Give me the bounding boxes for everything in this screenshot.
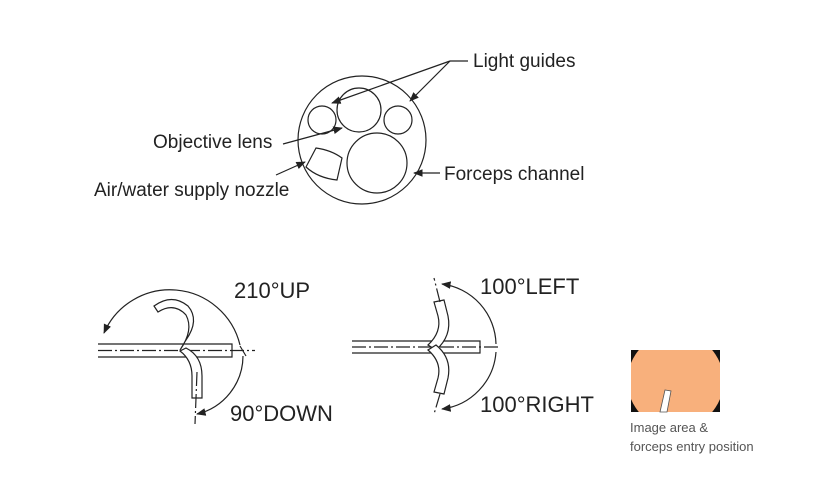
distal-end-face [297, 75, 427, 205]
image-area-caption-line-2: forceps entry position [630, 439, 754, 454]
down-center-line [194, 371, 198, 425]
down-angle-arc [196, 355, 244, 416]
objective-lens-circle [336, 87, 382, 133]
right-angle-arc [441, 351, 497, 412]
left-angle-arc [441, 281, 497, 345]
left-right-straight-tube [352, 340, 481, 354]
down-angle-label: 90°DOWN [230, 401, 333, 426]
objective-lens-leader [282, 126, 343, 145]
left-center-line [433, 277, 441, 303]
image-area-caption: Image area & forceps entry position [630, 418, 754, 456]
air-water-nozzle-shape [305, 147, 343, 181]
up-down-angulation-figure [98, 289, 255, 425]
forceps-channel-label: Forceps channel [444, 164, 584, 185]
image-area-figure [631, 350, 720, 413]
objective-lens-label: Objective lens [153, 132, 272, 153]
forceps-channel-circle [346, 132, 408, 194]
down-bent-section [178, 347, 203, 399]
light-guide-left [307, 105, 337, 135]
right-angle-label: 100°RIGHT [480, 392, 594, 417]
up-angle-label: 210°UP [234, 278, 310, 303]
up-bent-section [153, 298, 195, 351]
tip-leader-lines [275, 60, 468, 177]
right-bent-section [426, 344, 450, 395]
light-guides-leader-2 [331, 60, 451, 104]
left-bent-section [427, 299, 450, 351]
light-guides-leader-3 [409, 60, 451, 102]
light-guide-right [383, 105, 413, 135]
up-down-angle-arc [103, 289, 241, 346]
left-angle-label: 100°LEFT [480, 274, 579, 299]
left-right-angulation-figure [352, 277, 500, 415]
image-area-circle [631, 350, 720, 412]
forceps-entry-marker [659, 389, 672, 413]
image-area-caption-line-1: Image area & [630, 420, 709, 435]
distal-end-outline [297, 75, 427, 205]
right-center-line [433, 393, 441, 415]
up-down-tick [239, 345, 247, 357]
nozzle-leader [275, 161, 306, 176]
air-water-nozzle-label: Air/water supply nozzle [94, 180, 289, 201]
light-guides-label: Light guides [473, 51, 575, 72]
